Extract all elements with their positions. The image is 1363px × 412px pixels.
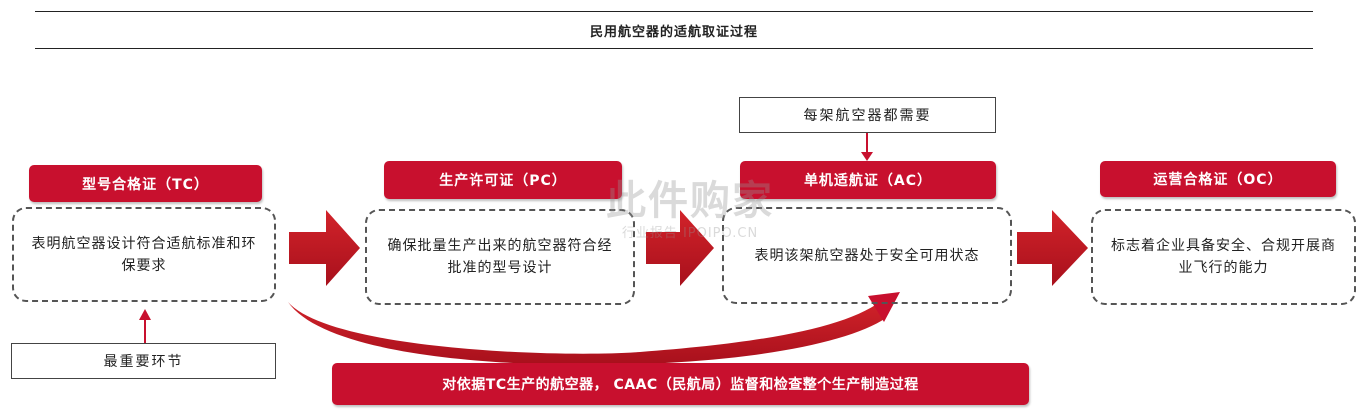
supervision-curve [288,298,886,365]
step-1-label: 型号合格证（TC） [29,165,262,202]
arrow-1-icon [289,210,360,286]
top-note-arrowhead-icon [861,152,873,161]
bottom-note-arrowhead-icon [139,309,151,320]
step-2-description: 确保批量生产出来的航空器符合经批准的型号设计 [365,209,635,305]
step-4-label: 运营合格证（OC） [1100,161,1336,197]
step-3-label: 单机适航证（AC） [740,161,996,199]
supervision-banner: 对依据TC生产的航空器， CAAC（民航局）监督和检查整个生产制造过程 [332,363,1029,405]
step-3-description: 表明该架航空器处于安全可用状态 [722,207,1012,304]
bottom-rule [35,48,1313,49]
step-2-label: 生产许可证（PC） [384,161,622,199]
arrow-3-icon [1017,210,1088,286]
diagram-title: 民用航空器的适航取证过程 [589,24,758,40]
supervision-arrowhead-icon [868,292,900,322]
top-rule [35,11,1313,12]
arrow-2-icon [646,210,714,286]
top-note-box: 每架航空器都需要 [739,97,996,133]
step-1-description: 表明航空器设计符合适航标准和环保要求 [12,207,276,302]
bottom-note-box: 最重要环节 [11,343,276,379]
step-4-description: 标志着企业具备安全、合规开展商业飞行的能力 [1091,209,1356,305]
